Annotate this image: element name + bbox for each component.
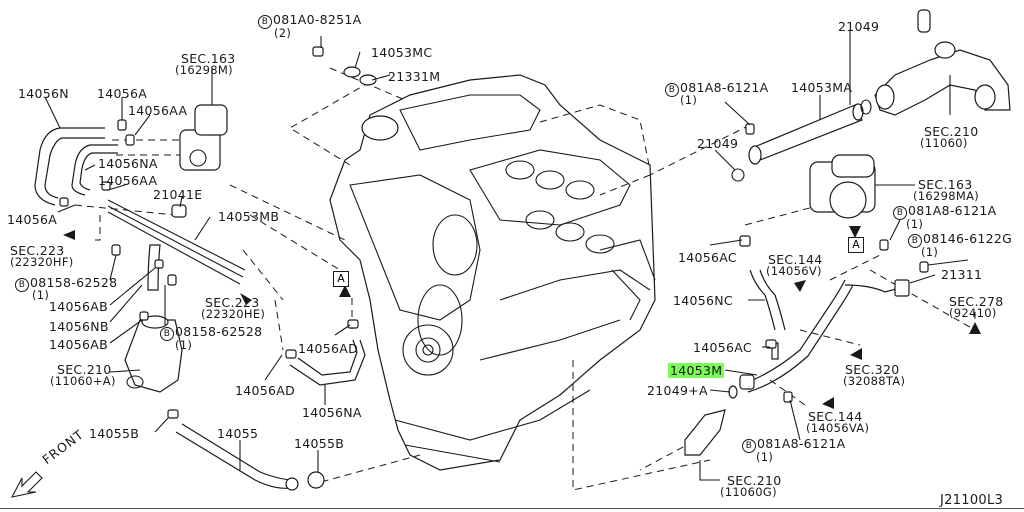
diagram-code: J21100L3 [940,493,1004,508]
part-label: 14056AD [235,383,296,398]
section-label: SEC.210 [924,124,979,139]
section-ref: (92410) [949,306,997,320]
part-label: 21331M [388,69,441,84]
section-ref: (22320HE) [201,307,266,321]
ref-marker-a: A [333,271,349,287]
section-label: SEC.210 [727,473,782,488]
throttle-body-left [179,104,228,171]
part-label: 21049 [697,136,739,151]
part-label: 14055 [217,426,259,441]
part-label-highlighted: 14053M [668,363,725,378]
bolt-b-icon: B [893,206,907,220]
part-label: 14056NA [98,156,158,171]
arrow-icon [240,293,252,305]
section-ref: (32088TA) [843,374,906,388]
arrow-icon [849,226,861,238]
ref-marker-a: A [848,237,864,253]
bolt-b-icon: B [258,15,272,29]
part-label: 14056NC [673,293,733,308]
part-label: 21311 [941,267,983,282]
section-label: SEC.223 [205,295,260,310]
bottom-rule [0,508,1024,509]
part-label: 21049+A [647,383,708,398]
section-label: SEC.223 [10,243,65,258]
part-label: 14056AD [298,341,359,356]
top-washers [312,46,377,86]
direction-arrows [63,226,981,409]
part-label: 14056NA [302,405,362,420]
part-label: 14056AA [128,103,188,118]
part-label: 14056A [7,212,58,227]
section-ref: (22320HF) [10,255,74,269]
part-label: 14053MB [218,209,280,224]
section-label: SEC.144 [808,409,863,424]
part-label: 14056AA [98,173,158,188]
engine-block [329,74,656,471]
section-ref: (11060G) [720,485,777,499]
bolt-b-icon: B [908,234,922,248]
section-label: SEC.163 [918,177,973,192]
part-label: 14056A [97,86,148,101]
bolt-qty: (1) [32,288,50,302]
arrow-icon [850,348,862,360]
part-label: 14056AB [49,337,108,352]
bolt-qty: (1) [175,338,193,352]
arrow-icon [969,322,981,334]
hose-14055 [175,339,366,491]
bolt-qty: (1) [906,217,924,231]
arrow-icon [794,280,806,292]
section-ref: (16298MA) [913,189,980,203]
fasteners [59,119,929,419]
bolt-qty: (1) [680,93,698,107]
section-label: SEC.320 [845,362,900,377]
part-label: 14056AC [693,340,752,355]
section-ref: (11060+A) [50,374,116,388]
part-label: 21049 [838,19,880,34]
water-pipe-14053MA [731,9,1011,182]
part-label: 14056N [18,86,69,101]
part-label: 14056AC [678,250,737,265]
section-ref: (14056VA) [806,421,870,435]
section-label: SEC.163 [181,51,236,66]
part-label: 14056NB [49,319,109,334]
bolt-b-icon: B [160,327,174,341]
bolt-b-icon: B [15,278,29,292]
bolt-qty: (1) [756,450,774,464]
section-ref: (14056V) [766,264,822,278]
bolt-qty: (1) [921,245,939,259]
bolt-qty: (2) [274,26,292,40]
section-ref: (11060) [920,136,968,150]
part-label: 14056AB [49,299,108,314]
part-label: 14055B [294,436,345,451]
arrow-icon [63,230,75,240]
highlighted-part: 14053M [668,363,725,378]
part-label: 14055B [89,426,140,441]
section-label: SEC.210 [57,362,112,377]
part-label: 14053MA [791,80,853,95]
section-label: SEC.278 [949,294,1004,309]
part-label: 14053MC [371,45,433,60]
section-label: SEC.144 [768,252,823,267]
bolt-b-icon: B [665,83,679,97]
left-hoses [34,127,246,291]
bolt-b-icon: B [742,439,756,453]
leader-lines [44,30,969,481]
front-arrow-icon [10,471,43,498]
arrow-icon [339,285,351,297]
water-pipe-14053M [684,269,910,456]
part-label: 21041E [153,187,203,202]
throttle-body-right [809,154,876,219]
section-ref: (16298M) [175,63,233,77]
arrow-icon [822,397,834,409]
